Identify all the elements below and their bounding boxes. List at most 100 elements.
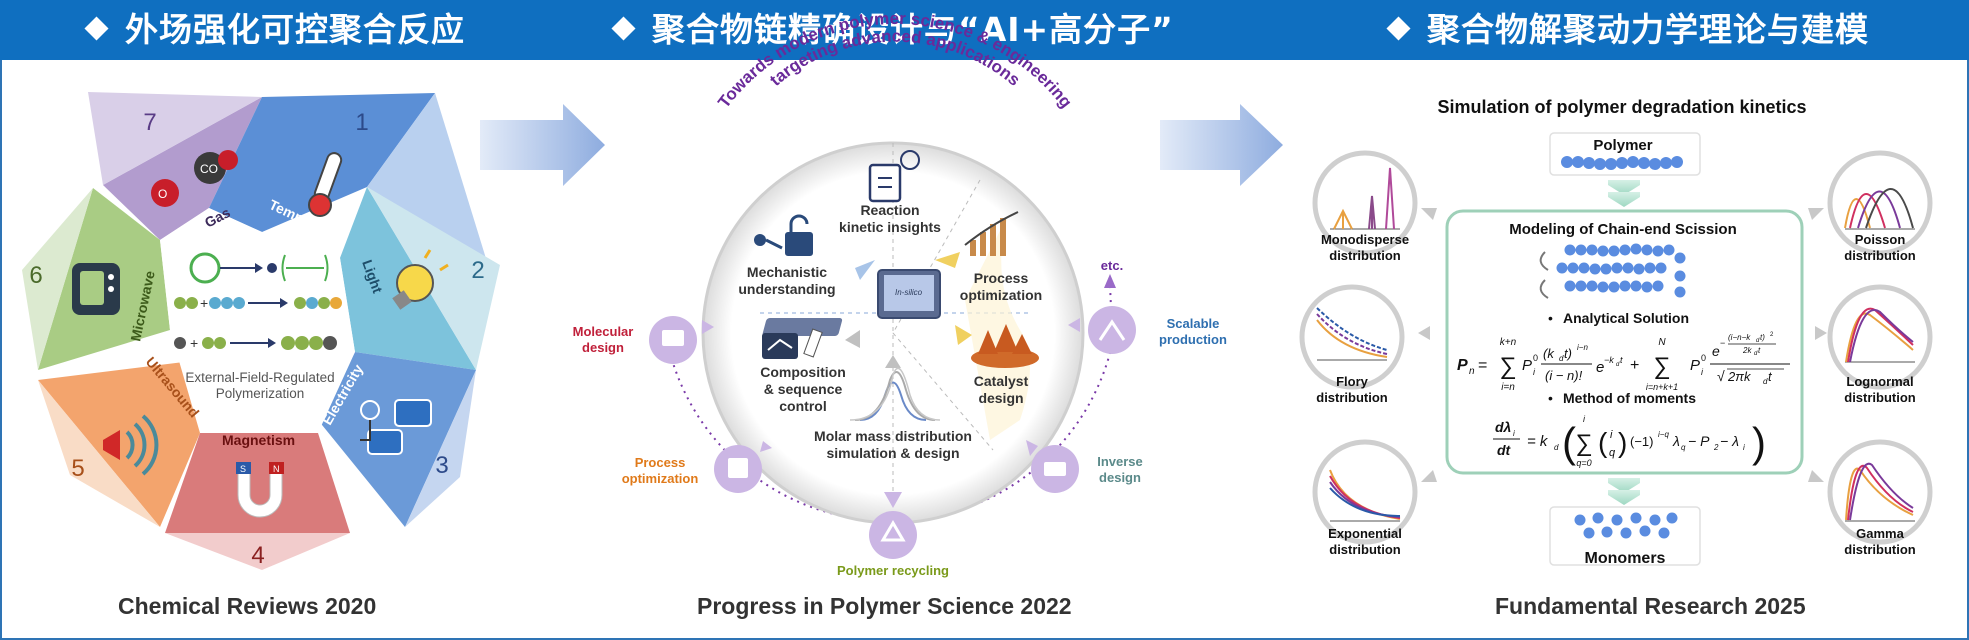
flow-arrow-2 — [1160, 104, 1283, 186]
o2-label: O — [158, 187, 167, 201]
eq1-frac1-num-sub: d — [1559, 354, 1564, 363]
eq2-lhs-num-sub: i — [1513, 429, 1515, 438]
segment-number-1: 1 — [355, 109, 368, 136]
svg-text:∑: ∑ — [1575, 430, 1592, 457]
segment-light-outer — [367, 187, 500, 370]
polymer-recycling-label: Polymer recycling — [837, 563, 949, 578]
svg-text:(: ( — [1562, 419, 1576, 466]
eq2-tail-2: − λ — [1720, 433, 1739, 449]
svg-text:√: √ — [1717, 368, 1725, 384]
svg-text:∑: ∑ — [1499, 353, 1516, 380]
dist-lognormal — [1827, 284, 1933, 390]
eq2-tail-1-sub: 2 — [1713, 443, 1719, 452]
eq1-frac2-sup-den-end: t — [1758, 346, 1761, 355]
mmd-label-2: simulation & design — [826, 445, 959, 461]
etc-label: etc. — [1101, 258, 1123, 273]
eq1-exp: e — [1596, 359, 1604, 376]
banner-title-mid: 聚合物链精确设计与“AI+高分子” — [611, 9, 1174, 51]
method-of-moments-label: Method of moments — [1563, 390, 1696, 406]
lock-icon — [754, 214, 813, 256]
magnet-icon: S N — [236, 462, 284, 518]
dist-gamma — [1827, 439, 1933, 545]
center-area — [160, 208, 355, 433]
polymer-chain-beads — [1561, 156, 1683, 170]
down-arrow-2 — [1608, 478, 1640, 493]
process-opt-label-2: optimization — [960, 287, 1042, 303]
eq2-neg: (−1) — [1630, 434, 1653, 449]
segment-ultrasound-outer — [38, 380, 160, 527]
model-box — [1445, 209, 1804, 475]
distribution-curves-icon — [849, 367, 941, 421]
down-arrow-1 — [1608, 180, 1640, 195]
composition-icon — [762, 328, 823, 359]
eq1-frac2-sup-den-sub: d — [1754, 351, 1758, 357]
banner-title-left-text: 外场强化可控聚合反应 — [125, 10, 465, 49]
eq2-lhs-num: dλ — [1495, 419, 1511, 435]
eq1-exp-sup: −k — [1604, 355, 1614, 365]
arc-title-line1: Towards modern polymer science & enginee… — [714, 9, 1075, 112]
svg-text:+: + — [200, 295, 208, 311]
gamma-label-2: distribution — [1844, 542, 1916, 557]
eq2-eq: = k — [1527, 433, 1549, 450]
equation-1: P n = k+n ∑ i=n P 0 i (k d t) i−n (i − n… — [1457, 332, 1790, 393]
lightbulb-icon — [392, 249, 449, 310]
eq1-p0-sup-2: 0 — [1701, 353, 1706, 363]
distribution-arrows — [1418, 208, 1827, 482]
monomer-beads — [1574, 512, 1678, 539]
eq1-lhs: P — [1457, 357, 1468, 374]
catalyst-icon — [971, 324, 1039, 368]
gamma-label-1: Gamma — [1856, 526, 1904, 541]
banner-title-right-text: 聚合物解聚动力学理论与建模 — [1427, 10, 1869, 49]
eq1-frac1-num-sup: i−n — [1577, 343, 1588, 352]
eq2-lam: λ — [1672, 433, 1680, 449]
caption-left: Chemical Reviews 2020 — [118, 593, 377, 619]
heptagon-diagram — [22, 92, 500, 570]
svg-text:): ) — [1752, 419, 1766, 466]
composition-label-3: control — [779, 398, 826, 414]
reaction-kinetic-label-1: Reaction — [860, 202, 919, 218]
banner-title-mid-text: 聚合物链精确设计与“AI+高分子” — [652, 10, 1174, 49]
center-text-line2: Polymerization — [216, 386, 305, 401]
flory-label-2: distribution — [1316, 390, 1388, 405]
eq1-frac2-den: 2πk — [1727, 369, 1752, 384]
segment-electricity-outer — [405, 370, 476, 527]
eq1-p0: P — [1522, 357, 1532, 374]
dist-poisson — [1827, 150, 1933, 256]
dist-flory — [1299, 284, 1405, 390]
monomers-label: Monomers — [1585, 550, 1666, 567]
scalable-production-label-1: Scalable — [1167, 316, 1220, 331]
segment-label-magnetism: Magnetism — [222, 432, 295, 448]
segment-number-6: 6 — [29, 262, 42, 289]
eq2-eq-sub: d — [1554, 443, 1559, 452]
eq1-frac2-minus: − — [1720, 338, 1725, 348]
eq1-exp-sup-sub: d — [1616, 362, 1620, 368]
eq2-binom-bot: q — [1609, 447, 1616, 459]
eq1-frac2-sup-pow: 2 — [1770, 332, 1774, 338]
eq2-sum-bot: q=0 — [1576, 458, 1591, 468]
magnet-n-label: N — [273, 464, 280, 474]
segment-temperature-outer — [367, 93, 488, 265]
eq1-frac1-den: (i − n)! — [1545, 368, 1583, 383]
segment-temperature — [209, 93, 435, 232]
eq2-sum-top: i — [1583, 414, 1586, 424]
segment-number-4: 4 — [251, 542, 264, 569]
eq1-frac2-sup-2: t) — [1760, 333, 1765, 342]
center-text-line1: External-Field-Regulated — [185, 370, 334, 385]
inverse-design-label-2: design — [1099, 470, 1141, 485]
computer-icon: In-silico — [762, 269, 941, 336]
segment-magnetism — [165, 433, 350, 533]
reaction-kinetic-label-2: kinetic insights — [839, 219, 941, 235]
eq1-frac2-sup-den: 2k — [1742, 346, 1752, 355]
recycling-node — [869, 511, 917, 559]
co2-label: CO — [200, 162, 218, 176]
mechanistic-label-2: understanding — [738, 281, 835, 297]
etc-arrow-icon — [1104, 274, 1116, 288]
eq1-p0-2: P — [1690, 357, 1700, 374]
monodisperse-label-2: distribution — [1329, 248, 1401, 263]
eq1-frac1-num-end: t) — [1564, 346, 1572, 361]
bullet-1: • — [1548, 310, 1553, 326]
polymer-chain-schematic: + + — [174, 252, 342, 351]
right-panel-title: Simulation of polymer degradation kineti… — [1437, 97, 1806, 117]
analytical-solution-label: Analytical Solution — [1563, 310, 1689, 326]
eq1-p0-sup: 0 — [1533, 353, 1538, 363]
